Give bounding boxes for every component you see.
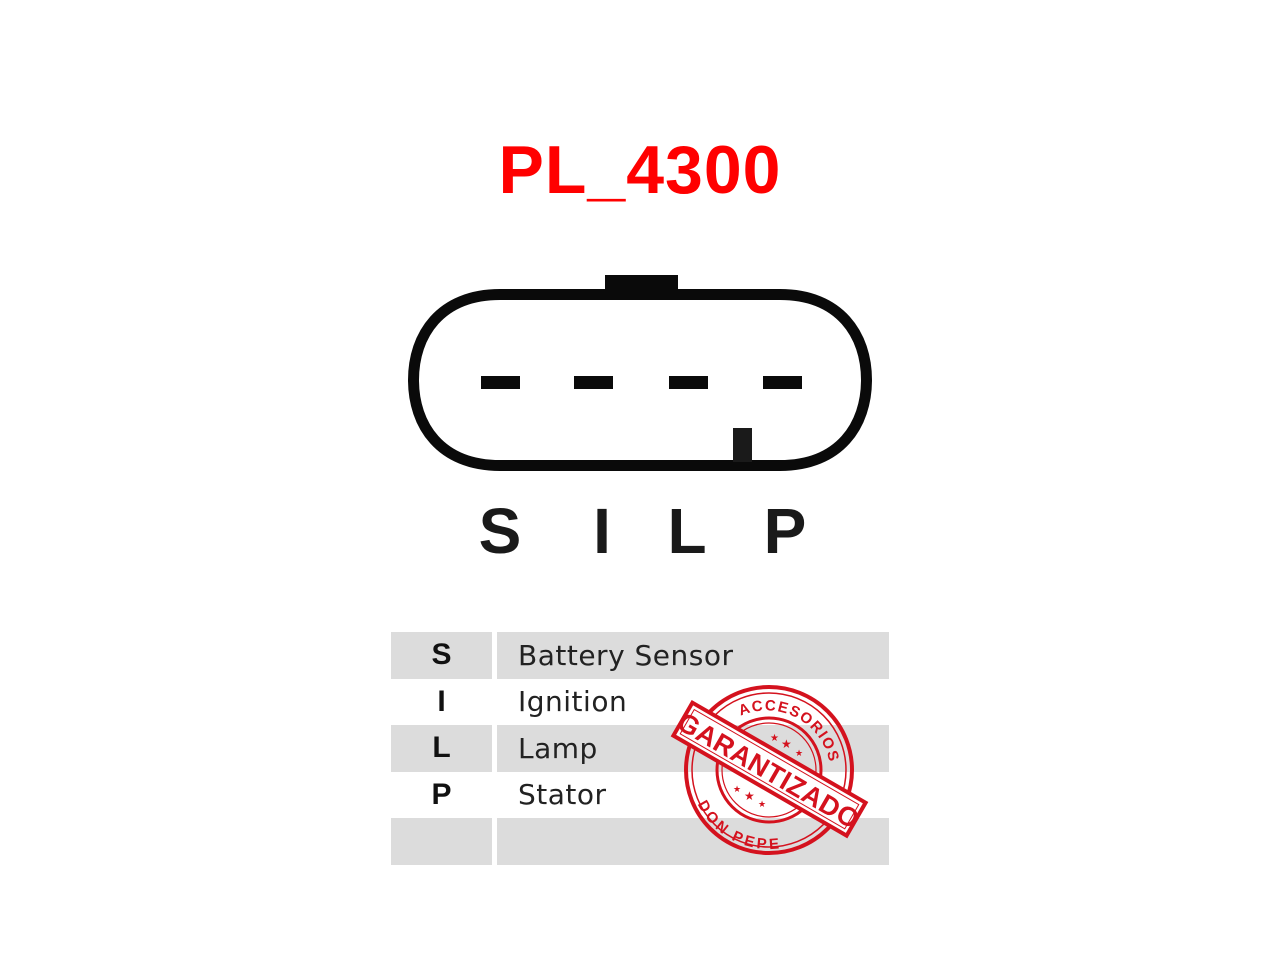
part-number-title: PL_4300	[498, 132, 782, 208]
connector-pin-l	[669, 376, 708, 389]
legend-description: Stator	[518, 778, 607, 812]
pin-label-i: I	[593, 495, 611, 567]
legend-description: Ignition	[518, 685, 628, 719]
legend-code: P	[431, 777, 452, 811]
pin-label-p: P	[763, 495, 807, 567]
svg-text:★: ★	[795, 749, 803, 759]
legend-code: L	[391, 725, 492, 772]
legend-row-empty	[391, 818, 889, 865]
pin-label-s: S	[478, 495, 522, 567]
stamp-stars: ★ ★ ★ ★ ★ ★	[733, 733, 803, 810]
svg-text:★: ★	[770, 733, 779, 744]
svg-text:★: ★	[781, 737, 792, 751]
svg-text:★: ★	[733, 785, 741, 795]
connector-diagram	[407, 275, 873, 471]
guarantee-stamp: ACCESORIOS DON PEPE ★ ★ ★ ★ ★ ★ GARANTIZ…	[670, 678, 869, 866]
connector-pin-i	[574, 376, 613, 389]
legend-description: Battery Sensor	[497, 632, 889, 679]
svg-text:★: ★	[758, 800, 766, 810]
legend-row: S Battery Sensor	[391, 632, 889, 679]
connector-bottom-key	[733, 428, 752, 462]
legend-code	[391, 818, 492, 865]
svg-text:★: ★	[744, 789, 755, 803]
legend-row: I Ignition	[391, 679, 889, 726]
pin-label-l: L	[667, 495, 707, 567]
connector-pin-p	[763, 376, 802, 389]
connector-outline	[407, 289, 873, 471]
connector-pin-s	[481, 376, 520, 389]
legend-description	[497, 818, 889, 865]
legend-code: I	[437, 684, 446, 718]
legend-code: S	[391, 632, 492, 679]
legend-row: P Stator	[391, 772, 889, 819]
